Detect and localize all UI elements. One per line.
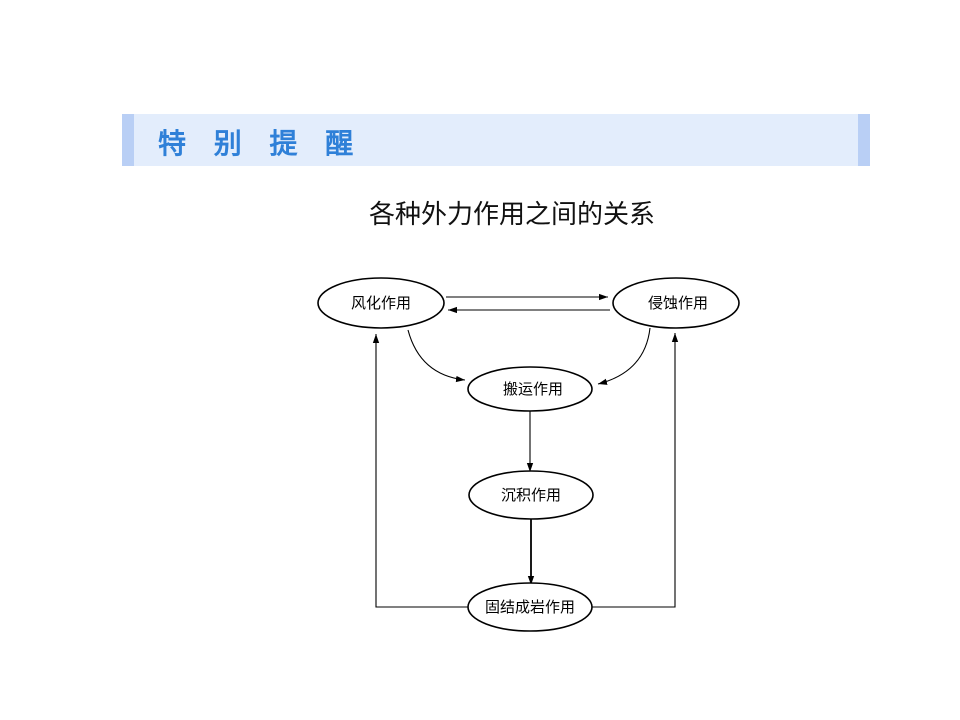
banner-left-edge [122, 114, 134, 166]
node-deposition-label: 沉积作用 [501, 486, 561, 504]
arrow-weathering-to-transport [407, 329, 466, 383]
arrow-erosion-to-transport [597, 327, 651, 385]
node-weathering-label: 风化作用 [351, 294, 411, 312]
node-transport: 搬运作用 [467, 366, 593, 412]
notice-banner [122, 114, 870, 166]
diagram-title: 各种外力作用之间的关系 [368, 200, 655, 230]
arrow-lithification-to-erosion [592, 333, 679, 608]
node-erosion-label: 侵蚀作用 [648, 294, 708, 312]
banner-right-edge [858, 114, 870, 166]
node-erosion: 侵蚀作用 [612, 277, 740, 329]
node-lithification-label: 固结成岩作用 [485, 598, 575, 616]
banner-title: 特 别 提 醒 [158, 127, 363, 160]
node-transport-label: 搬运作用 [503, 380, 563, 398]
node-weathering: 风化作用 [317, 277, 445, 329]
arrow-lithification-to-weathering [372, 334, 468, 608]
node-lithification: 固结成岩作用 [467, 582, 593, 632]
node-deposition: 沉积作用 [468, 470, 594, 520]
